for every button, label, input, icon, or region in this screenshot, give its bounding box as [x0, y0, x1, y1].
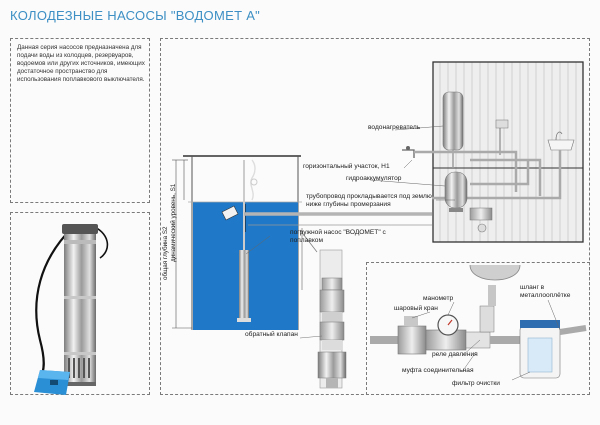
accumulator-label: гидроаккумулятор: [346, 175, 402, 182]
check-valve-label: обратный клапан: [245, 331, 298, 338]
manometer-label: манометр: [423, 295, 454, 302]
house: [402, 61, 584, 243]
pipeline-label: трубопровод прокладывается под землю ниж…: [306, 193, 432, 208]
fittings-panel: [366, 262, 590, 395]
description-panel: [10, 38, 150, 203]
page-title: КОЛОДЕЗНЫЕ НАСОСЫ "ВОДОМЕТ А": [10, 8, 261, 23]
photo-panel: [10, 212, 150, 395]
dynamic-level-label: динамический уровень, S1: [170, 183, 177, 262]
well: [172, 155, 432, 330]
filter-label: фильтр очистки: [452, 380, 500, 387]
coupling-label: муфта соединительная: [402, 367, 474, 374]
pressure-relay-label: реле давления: [432, 351, 478, 358]
horizontal-section-label: горизонтальный участок, H1: [303, 163, 390, 170]
ball-valve-label: шаровый кран: [394, 305, 438, 312]
description-text: Данная серия насосов предназначена для п…: [17, 44, 145, 83]
pump-label: погружной насос "ВОДОМЕТ" с поплавком: [290, 229, 386, 244]
water-heater-label: водонагреватель: [368, 124, 421, 131]
fittings-detail: [370, 264, 587, 381]
well-depth-label: общая глубина S2: [162, 226, 169, 280]
pump-photo: [34, 224, 109, 395]
check-valve-detail: [299, 229, 347, 389]
hose-label: шланг в металлооплётке: [520, 284, 571, 299]
